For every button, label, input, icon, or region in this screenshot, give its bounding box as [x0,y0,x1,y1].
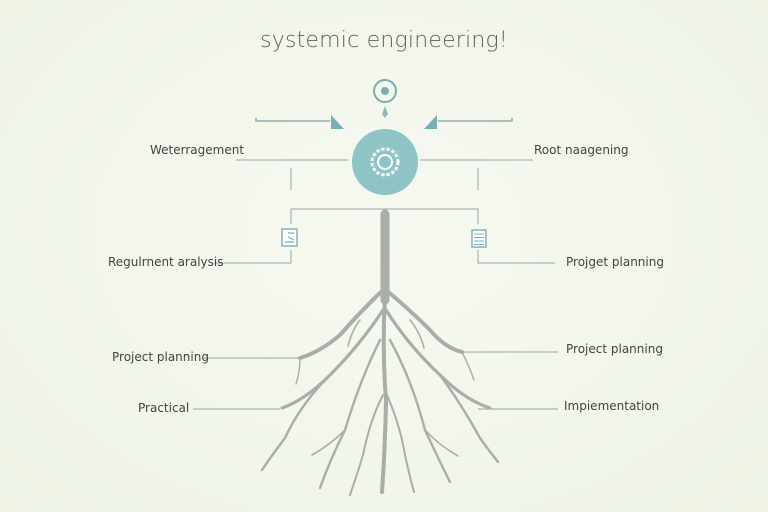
label-low-left: Project planning [112,350,209,364]
left-arrow [255,115,344,129]
gear-icon [352,129,418,195]
label-top-left: Weterragement [150,143,245,157]
label-bottom-right: Impiementation [564,399,660,413]
root-system [260,209,500,496]
label-top-right: Root naagening [534,143,629,157]
page-title: systemic engineering! [260,28,508,53]
target-icon [373,79,397,103]
label-low-right: Project planning [566,342,663,356]
connector-lines [193,159,558,410]
document-icon [281,228,298,247]
label-bottom-left: Practical [138,401,190,415]
list-document-icon [471,229,487,248]
down-marker [382,106,388,118]
label-mid-right: Projget planning [566,255,664,269]
right-arrow [424,115,513,129]
label-mid-left: Regulrnent aralysis [108,255,224,269]
